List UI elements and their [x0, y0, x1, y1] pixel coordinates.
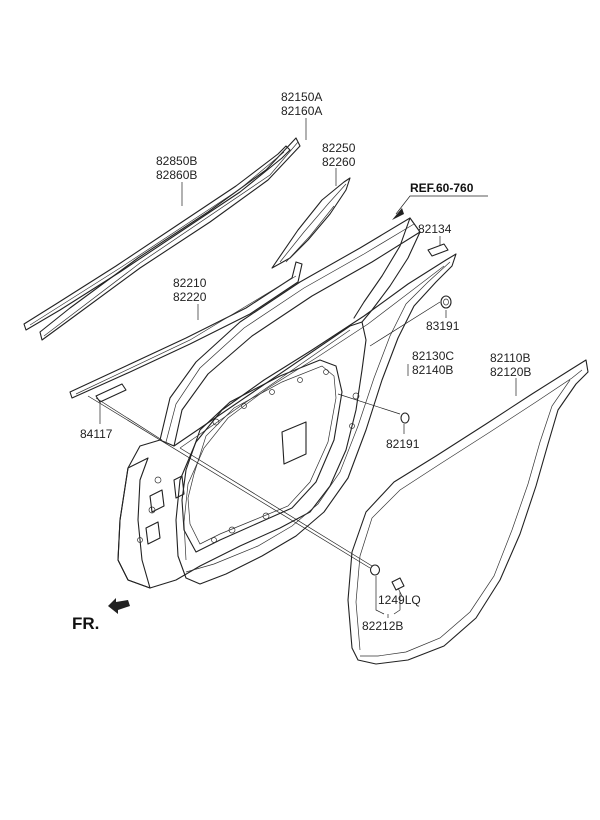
label-82210: 82210: [173, 276, 207, 290]
label-83191: 83191: [426, 319, 460, 333]
label-82191: 82191: [386, 437, 420, 451]
label-84117: 84117: [80, 427, 113, 441]
label-82220: 82220: [173, 290, 207, 304]
weatherstrip-82210-part: [69, 261, 303, 399]
front-direction-arrow: [108, 598, 130, 614]
belt-molding-82850B-part: [23, 145, 291, 331]
label-82134: 82134: [418, 222, 452, 236]
label-82160A: 82160A: [281, 104, 322, 118]
label-82140B: 82140B: [412, 363, 453, 377]
molding-82150A-part: [39, 137, 301, 341]
door-panel-part: [117, 217, 421, 589]
reference-lines: [87, 301, 441, 569]
leader-lines: [99, 118, 517, 618]
clip-82212B-part: [369, 564, 381, 576]
label-82850B: 82850B: [156, 154, 197, 168]
label-front: FR.: [72, 614, 99, 633]
fastener-82191-part: [400, 412, 410, 424]
pad-84117-part: [95, 383, 127, 403]
grommet-83191-part: [440, 295, 452, 309]
label-82860B: 82860B: [156, 168, 197, 182]
label-82110B: 82110B: [490, 351, 530, 365]
clip-82134-part: [427, 243, 449, 257]
label-ref-60-760: REF.60-760: [410, 181, 474, 195]
label-82250: 82250: [322, 141, 356, 155]
label-1249LQ: 1249LQ: [378, 593, 421, 607]
weatherstrip-82130C-part: [175, 253, 457, 585]
label-82212B: 82212B: [362, 619, 403, 633]
garnish-82250-part: [271, 177, 351, 269]
label-82260: 82260: [322, 155, 356, 169]
weatherstrip-82110B-part: [347, 359, 589, 665]
label-82150A: 82150A: [281, 90, 322, 104]
label-82130C: 82130C: [412, 349, 454, 363]
label-82120B: 82120B: [490, 365, 531, 379]
